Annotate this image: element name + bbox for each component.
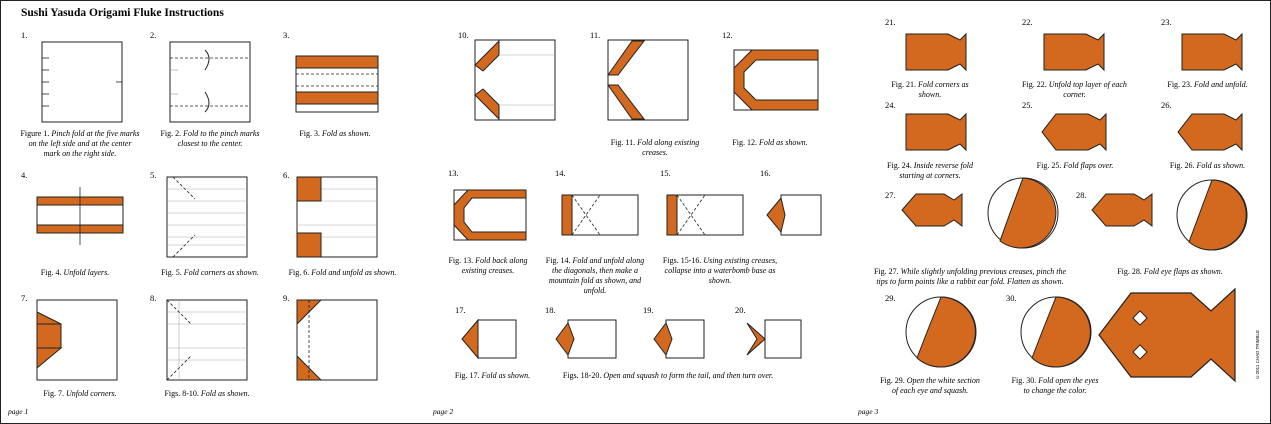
figure-13 bbox=[453, 189, 527, 241]
caption-18: Figs. 18-20. Open and squash to form the… bbox=[562, 371, 774, 380]
copyright-notice: ©2011 CHAD TRIMBLE bbox=[1255, 330, 1260, 380]
caption-13: Fig. 13. Fold back along existing crease… bbox=[448, 256, 528, 275]
step-number: 30. bbox=[1006, 293, 1017, 303]
step-number: 23. bbox=[1161, 17, 1172, 27]
step-number: 26. bbox=[1161, 100, 1172, 110]
caption-24: Fig. 24. Inside reverse fold starting at… bbox=[887, 161, 973, 180]
caption-25: Fig. 25. Fold flaps over. bbox=[1036, 161, 1114, 170]
step-number: 27. bbox=[885, 190, 896, 200]
caption-2: Fig. 2. Fold to the pinch marks closest … bbox=[160, 129, 260, 148]
caption-7: Fig. 7. Unfold corners. bbox=[43, 389, 117, 398]
step-number: 18. bbox=[545, 305, 556, 315]
figure-22 bbox=[1043, 32, 1105, 72]
figure-25 bbox=[1041, 112, 1107, 152]
caption-8: Figs. 8-10. Fold as shown. bbox=[164, 389, 250, 398]
step-number: 19. bbox=[643, 305, 654, 315]
figure-10 bbox=[474, 39, 556, 121]
figure-8 bbox=[166, 299, 248, 381]
step-number: 28. bbox=[1076, 190, 1087, 200]
figure-12 bbox=[733, 49, 819, 111]
caption-5: Fig. 5. Fold corners as shown. bbox=[161, 268, 259, 277]
step-number: 8. bbox=[150, 293, 157, 303]
figure-21 bbox=[905, 32, 967, 72]
step-number: 13. bbox=[448, 168, 459, 178]
step-number: 1. bbox=[21, 30, 28, 40]
figure-16 bbox=[766, 194, 822, 236]
caption-17: Fig. 17. Fold as shown. bbox=[454, 371, 531, 380]
figure-18 bbox=[555, 319, 617, 359]
step-number: 24. bbox=[885, 100, 896, 110]
step-number: 9. bbox=[283, 293, 290, 303]
figure-4 bbox=[36, 187, 124, 245]
document-title: Sushi Yasuda Origami Fluke Instructions bbox=[21, 7, 224, 19]
figure-1 bbox=[41, 41, 123, 123]
figure-23 bbox=[1181, 32, 1243, 72]
figure-11 bbox=[607, 39, 689, 121]
page-label: page 1 bbox=[8, 407, 29, 416]
caption-12: Fig. 12. Fold as shown. bbox=[732, 138, 808, 147]
page-label: page 2 bbox=[433, 407, 454, 416]
figure-14 bbox=[561, 194, 639, 236]
caption-28: Fig. 28. Fold eye flaps as shown. bbox=[1117, 267, 1223, 276]
figure-20 bbox=[746, 319, 802, 359]
step-number: 3. bbox=[283, 30, 290, 40]
step-number: 20. bbox=[735, 305, 746, 315]
step-number: 17. bbox=[455, 305, 466, 315]
caption-23: Fig. 23. Fold and unfold. bbox=[1167, 80, 1248, 89]
step-number: 5. bbox=[150, 170, 157, 180]
finished-fish-figure bbox=[1098, 287, 1236, 383]
step-number: 6. bbox=[283, 170, 290, 180]
caption-6: Fig. 6. Fold and unfold as shown. bbox=[288, 268, 397, 277]
figure-15 bbox=[666, 194, 744, 236]
step-number: 12. bbox=[722, 30, 733, 40]
step-number: 2. bbox=[150, 30, 157, 40]
caption-1: Figure 1. Pinch fold at the five marks o… bbox=[20, 129, 140, 158]
step-number: 11. bbox=[590, 30, 601, 40]
figure-2 bbox=[169, 41, 251, 123]
caption-11: Fig. 11. Fold along existing creases. bbox=[610, 138, 700, 157]
step-number: 29. bbox=[885, 293, 896, 303]
step-number: 16. bbox=[760, 168, 771, 178]
caption-3: Fig. 3. Fold as shown. bbox=[299, 129, 371, 138]
step-number: 4. bbox=[21, 170, 28, 180]
caption-15: Figs. 15-16. Using existing creases, col… bbox=[662, 256, 778, 285]
caption-30: Fig. 30. Fold open the eyes to change th… bbox=[1011, 376, 1099, 395]
figure-3 bbox=[295, 55, 379, 113]
figure-28 bbox=[1091, 179, 1248, 251]
caption-22: Fig. 22. Unfold top layer of each corner… bbox=[1022, 80, 1127, 99]
step-number: 22. bbox=[1022, 17, 1033, 27]
step-number: 21. bbox=[885, 17, 896, 27]
figure-30 bbox=[1020, 296, 1092, 368]
caption-14: Fig. 14. Fold and unfold along the diago… bbox=[545, 256, 645, 295]
figure-29 bbox=[905, 296, 977, 368]
figure-7 bbox=[36, 299, 118, 381]
figure-24 bbox=[905, 112, 967, 152]
caption-21: Fig. 21. Fold corners as shown. bbox=[891, 80, 969, 99]
figure-17 bbox=[461, 318, 517, 360]
figure-6 bbox=[296, 176, 378, 258]
caption-4: Fig. 4. Unfold layers. bbox=[40, 268, 110, 277]
figure-9 bbox=[296, 299, 378, 381]
caption-27: Fig. 27. While slightly unfolding previo… bbox=[873, 267, 1067, 286]
page-label: page 3 bbox=[858, 407, 879, 416]
figure-27 bbox=[901, 177, 1059, 249]
figure-5 bbox=[166, 176, 248, 258]
step-number: 10. bbox=[458, 30, 469, 40]
figure-26 bbox=[1177, 112, 1243, 152]
step-number: 7. bbox=[21, 293, 28, 303]
figure-19 bbox=[653, 319, 705, 359]
step-number: 14. bbox=[555, 168, 566, 178]
caption-26: Fig. 26. Fold as shown. bbox=[1169, 161, 1246, 170]
caption-29: Fig. 29. Open the white section of each … bbox=[880, 376, 980, 395]
step-number: 25. bbox=[1022, 100, 1033, 110]
step-number: 15. bbox=[660, 168, 671, 178]
